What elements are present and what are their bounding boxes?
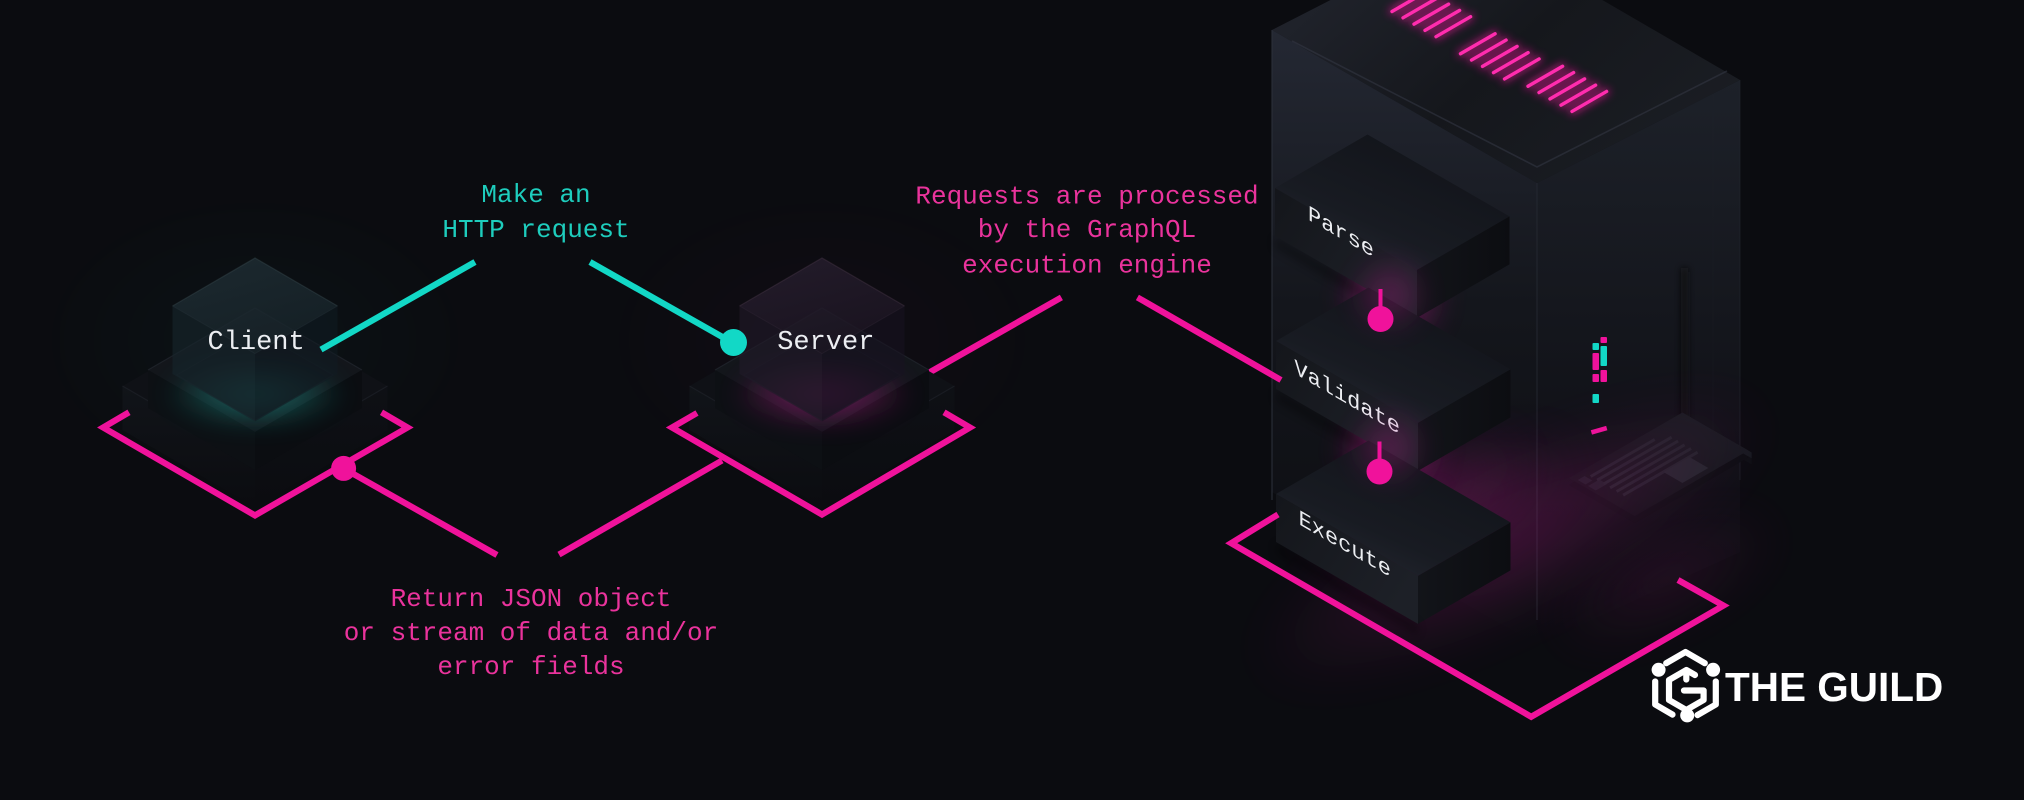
svg-text:THE GUILD: THE GUILD <box>1725 664 1943 710</box>
svg-text:Requests are processed: Requests are processed <box>915 182 1258 212</box>
svg-text:Client: Client <box>208 328 305 358</box>
svg-text:Return JSON object: Return JSON object <box>391 584 672 614</box>
svg-text:HTTP request: HTTP request <box>442 215 629 245</box>
svg-text:or stream of data and/or: or stream of data and/or <box>344 618 718 648</box>
svg-text:Server: Server <box>777 328 874 358</box>
svg-text:execution engine: execution engine <box>962 251 1212 281</box>
svg-text:by the GraphQL: by the GraphQL <box>978 215 1196 245</box>
svg-text:Make an: Make an <box>481 180 590 210</box>
svg-text:error fields: error fields <box>437 652 624 682</box>
